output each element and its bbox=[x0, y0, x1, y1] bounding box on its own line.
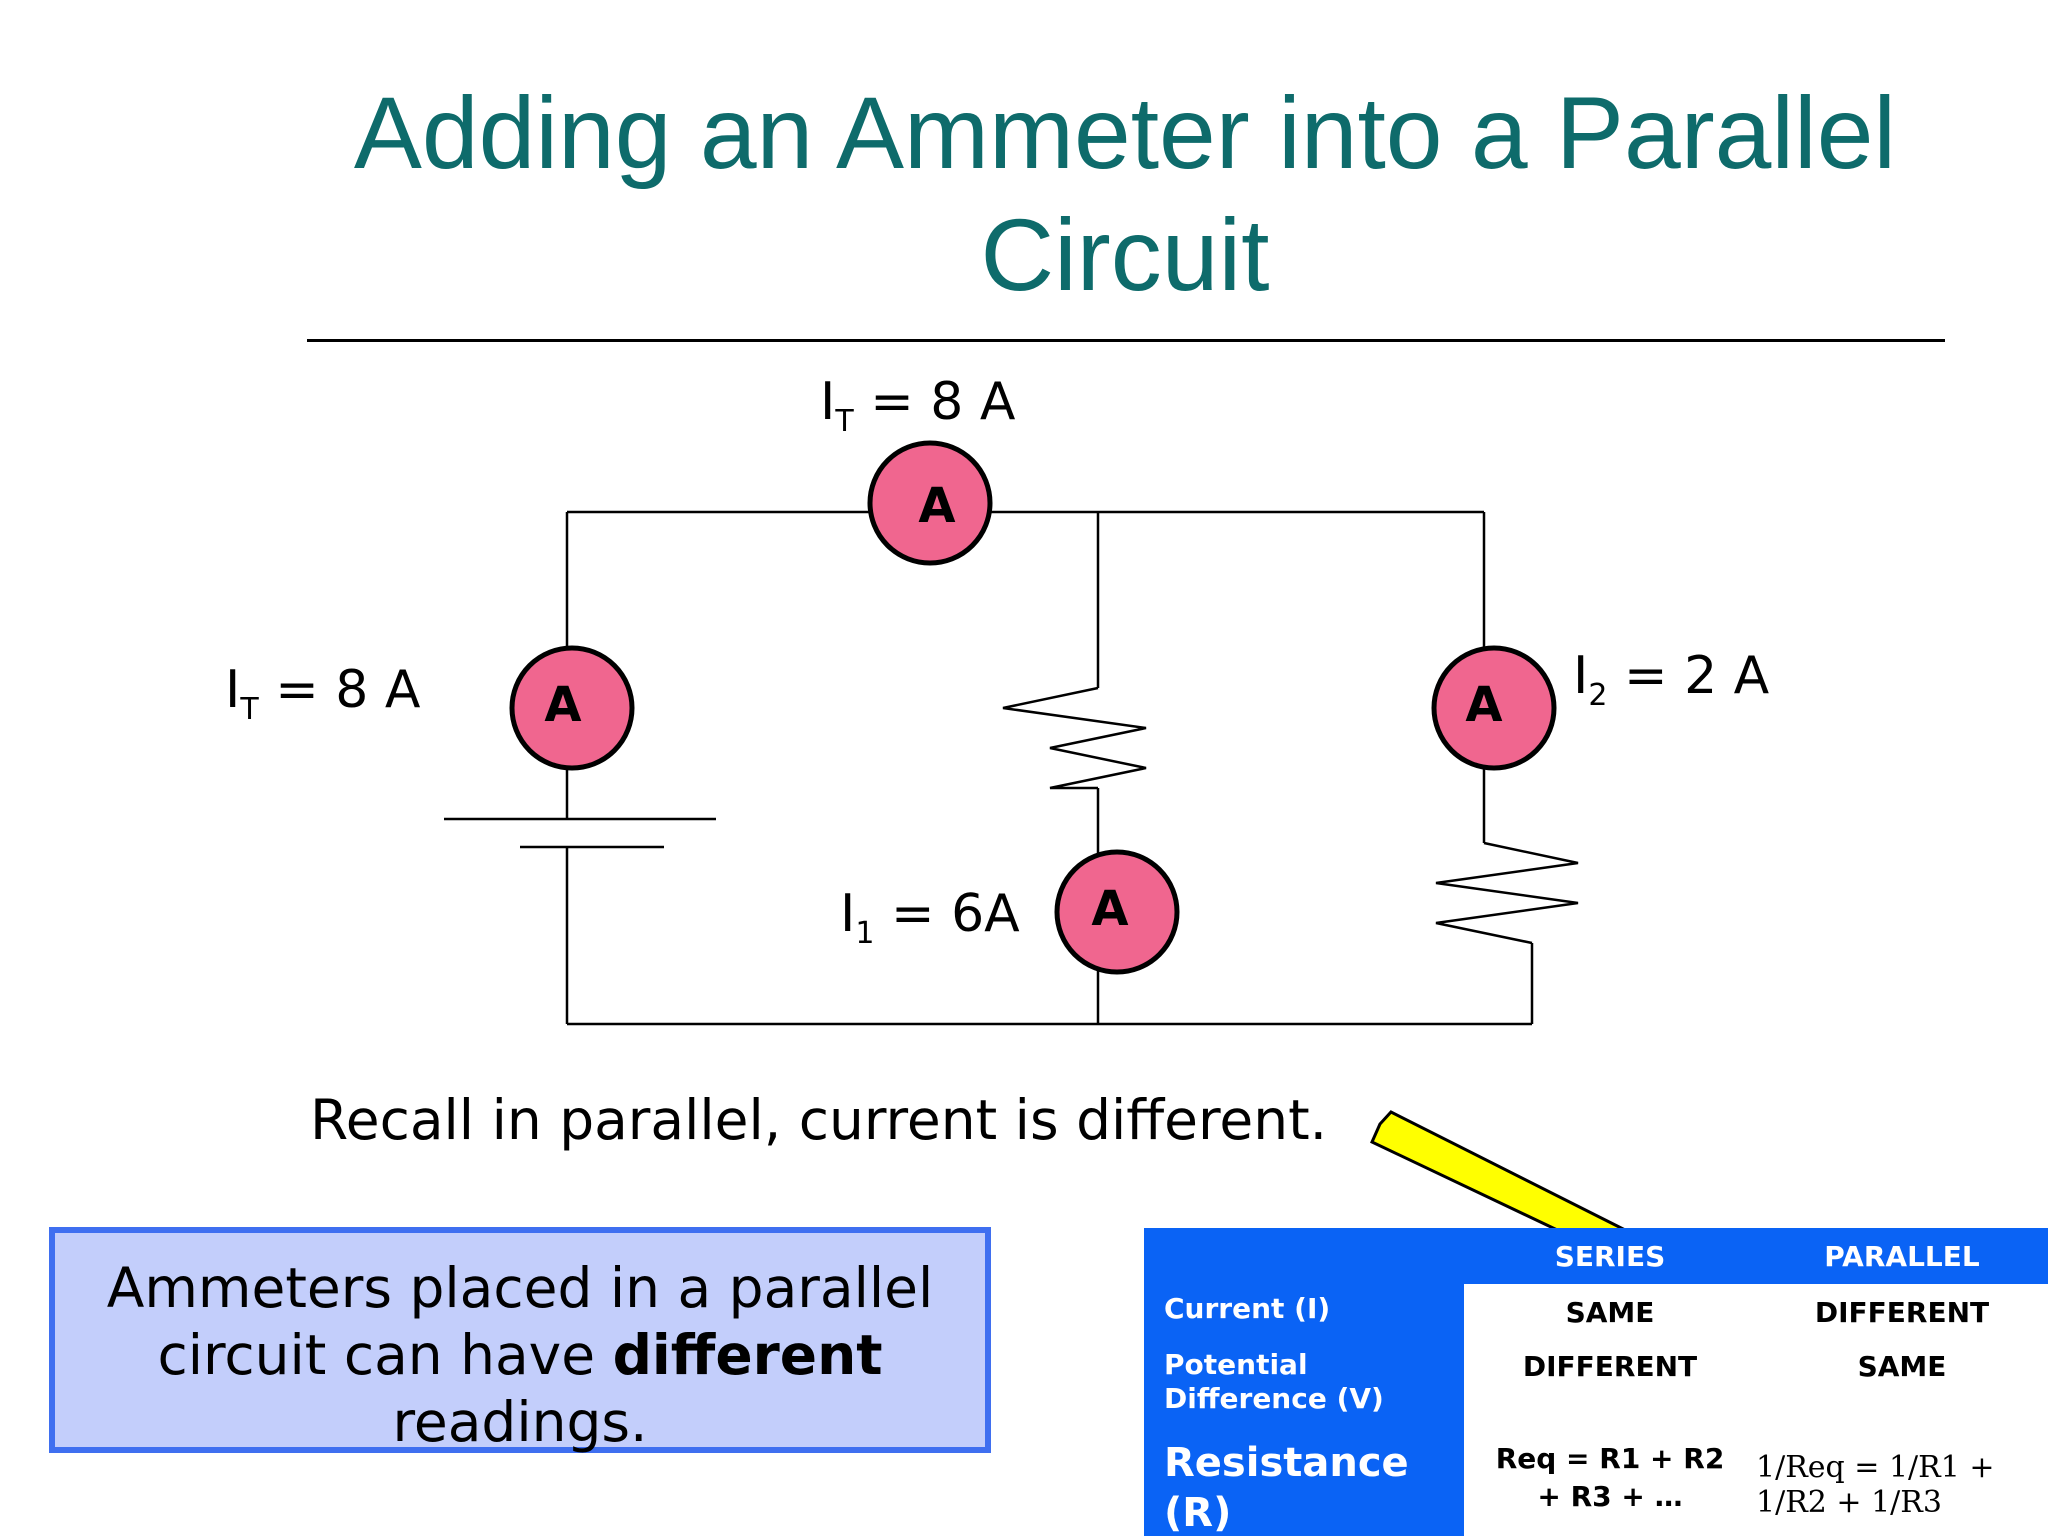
cell-pd-series: DIFFERENT bbox=[1522, 1350, 1698, 1383]
series-parallel-comparison-table: SERIES PARALLEL Current (I) SAME DIFFERE… bbox=[1144, 1228, 2048, 1536]
label-total-current-left: IT = 8 A bbox=[225, 660, 421, 727]
recall-note: Recall in parallel, current is different… bbox=[310, 1088, 1328, 1152]
ammeter-left: A bbox=[509, 645, 635, 771]
ammeter-middle-letter: A bbox=[1091, 881, 1128, 937]
resistor-right bbox=[1435, 841, 1579, 945]
ammeter-right-letter: A bbox=[1465, 677, 1502, 733]
cell-resistance-parallel: 1/Req = 1/R1 + 1/R2 + 1/R3 bbox=[1756, 1450, 1995, 1520]
row-label-current: Current (I) bbox=[1164, 1292, 1331, 1325]
ammeter-top: A bbox=[867, 440, 993, 566]
row-label-potential-difference: Potential Difference (V) bbox=[1164, 1348, 1384, 1415]
ammeter-right: A bbox=[1431, 645, 1557, 771]
title-divider bbox=[307, 339, 1945, 342]
ammeter-left-letter: A bbox=[544, 677, 581, 733]
cell-pd-parallel: SAME bbox=[1857, 1350, 1947, 1383]
label-total-current-top: IT = 8 A bbox=[820, 372, 1016, 439]
row-label-resistance: Resistance (R) bbox=[1164, 1440, 1409, 1536]
callout-text-end: readings. bbox=[392, 1390, 648, 1454]
callout-text-bold: different bbox=[612, 1323, 883, 1387]
label-current-i2: I2 = 2 A bbox=[1573, 646, 1770, 713]
header-series: SERIES bbox=[1554, 1240, 1666, 1273]
ammeter-callout-box: Ammeters placed in a parallel circuit ca… bbox=[49, 1227, 991, 1454]
header-parallel: PARALLEL bbox=[1824, 1240, 1980, 1273]
resistor-middle bbox=[1002, 686, 1147, 790]
ammeter-top-letter: A bbox=[918, 478, 955, 534]
table-body-area bbox=[1464, 1284, 2048, 1536]
cell-current-parallel: DIFFERENT bbox=[1814, 1296, 1990, 1329]
callout-text-start: Ammeters placed in a parallel circuit ca… bbox=[106, 1256, 934, 1387]
label-current-i1: I1 = 6A bbox=[840, 884, 1020, 951]
cell-resistance-series: Req = R1 + R2 + R3 + … bbox=[1495, 1442, 1725, 1513]
slide-title: Adding an Ammeter into a Parallel Circui… bbox=[353, 76, 1897, 312]
ammeter-middle: A bbox=[1054, 849, 1180, 975]
cell-current-series: SAME bbox=[1565, 1296, 1655, 1329]
